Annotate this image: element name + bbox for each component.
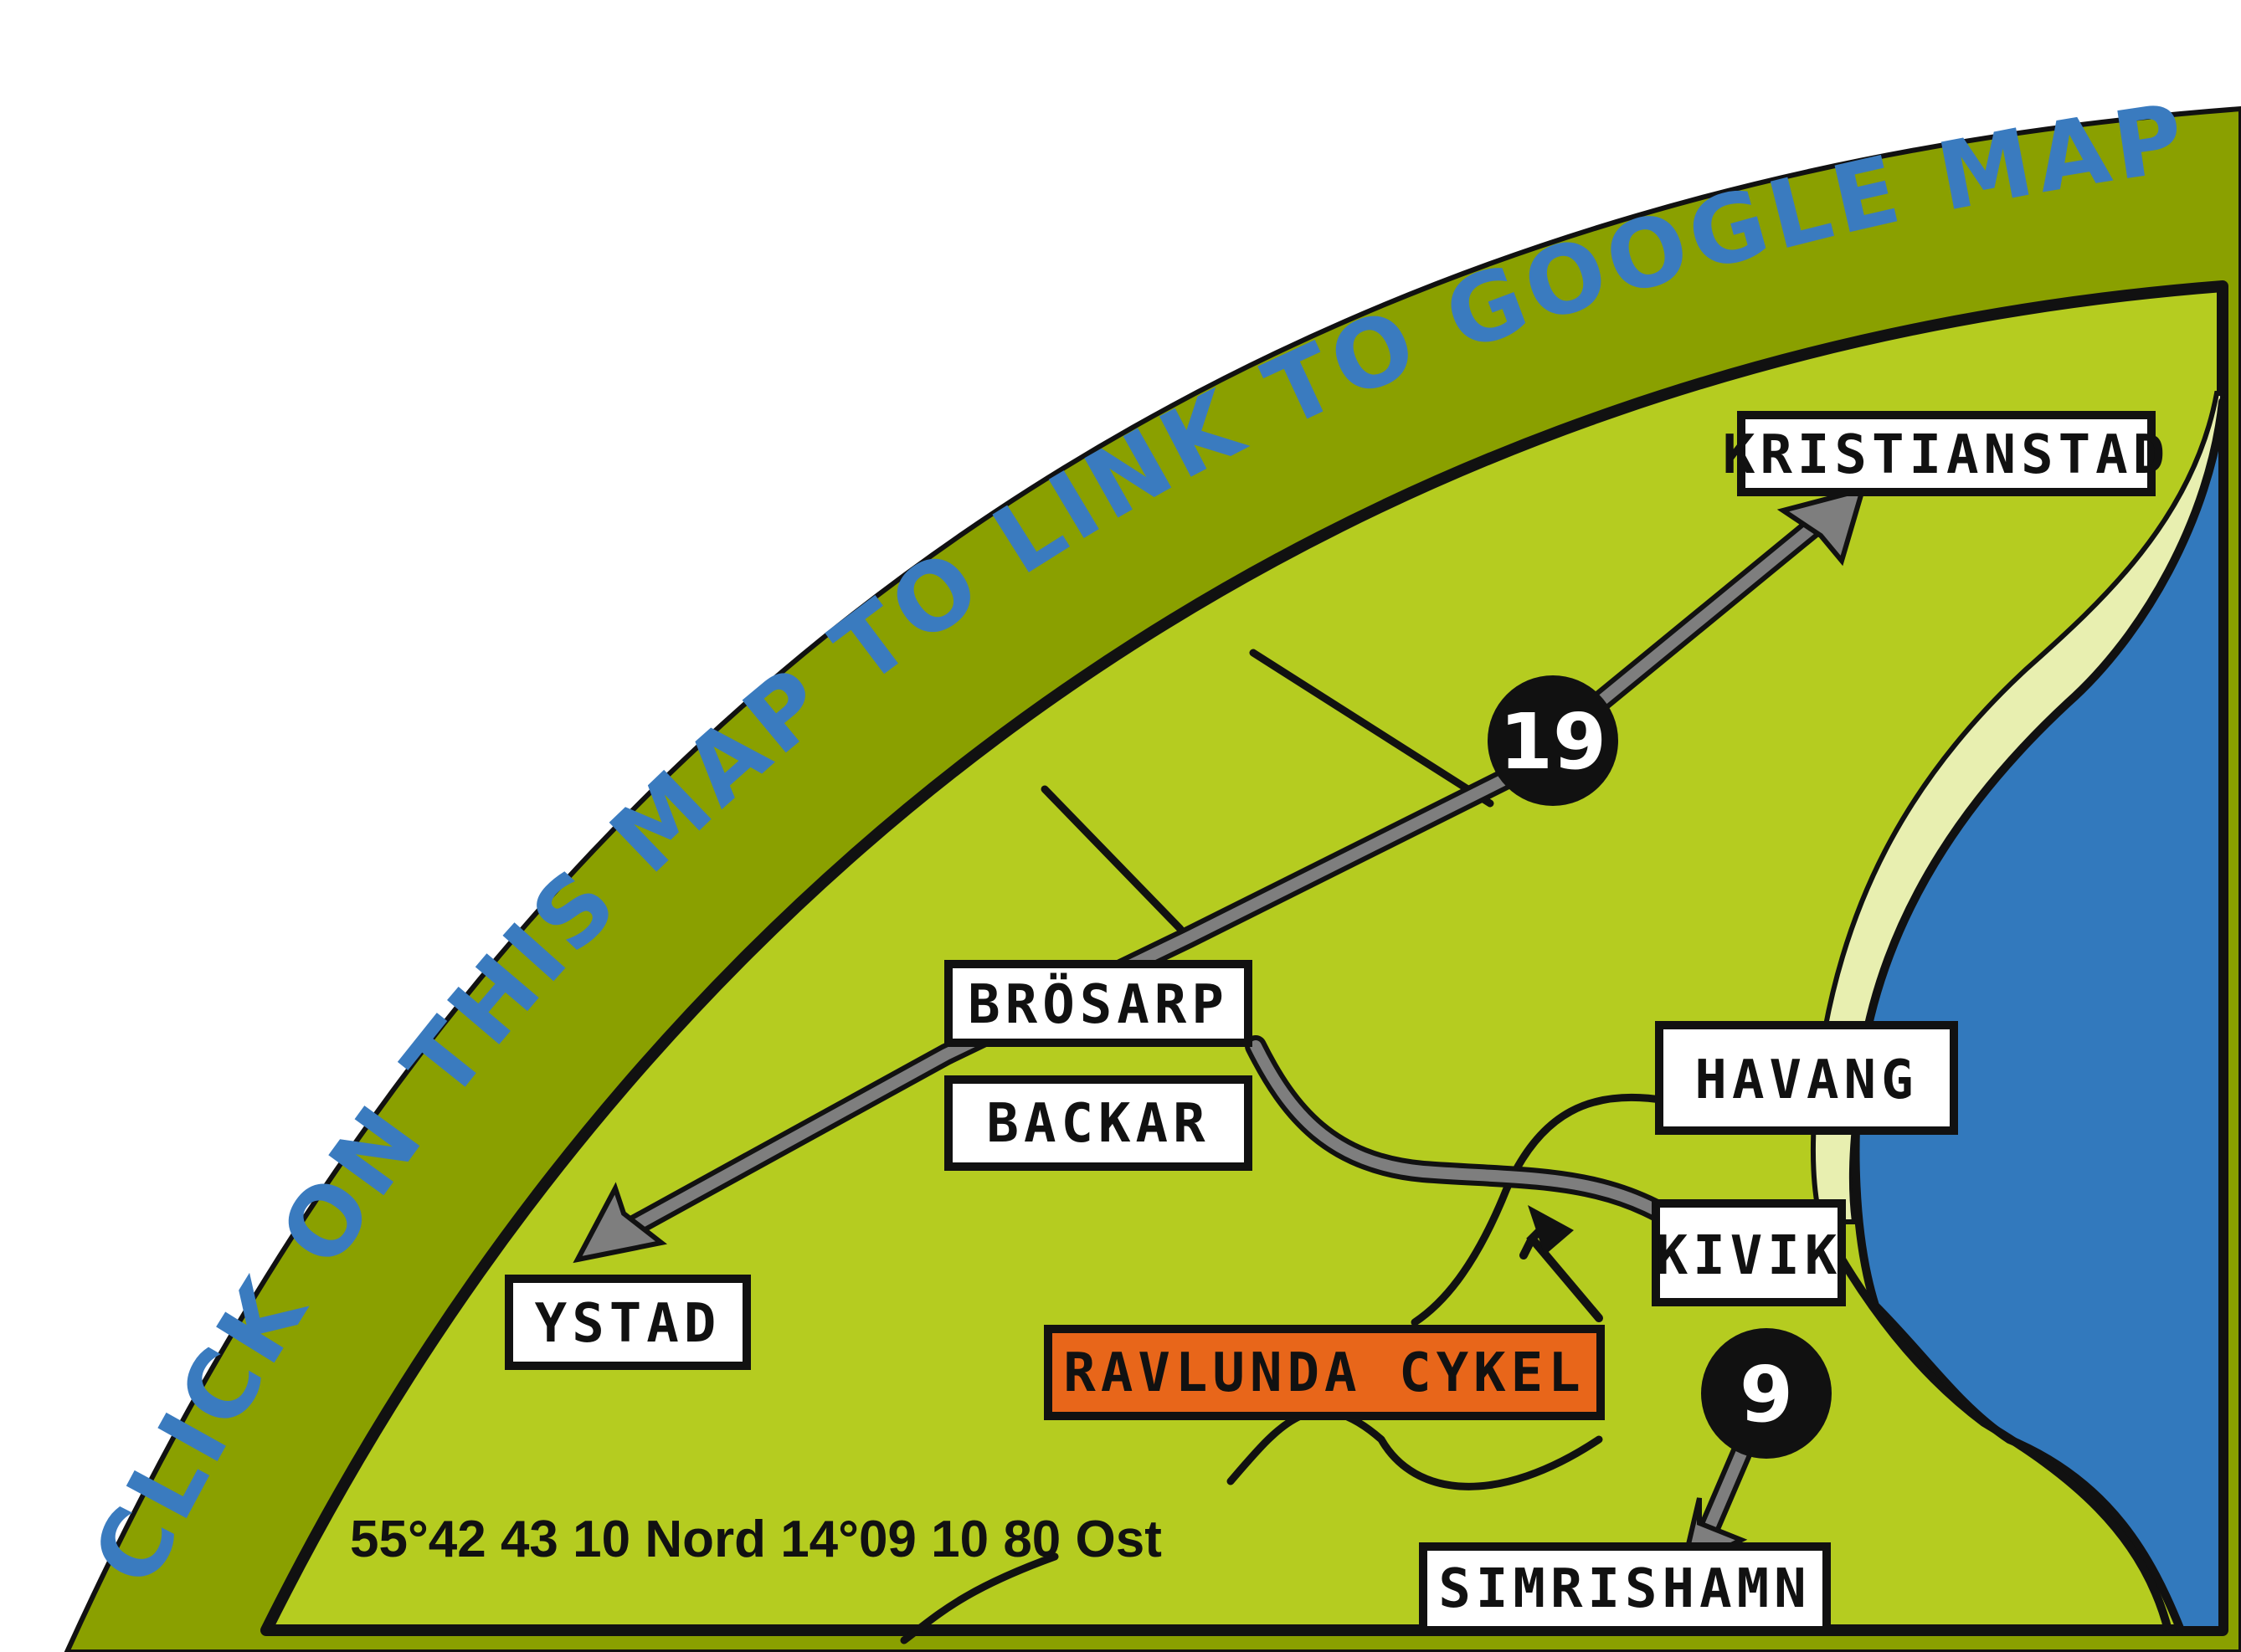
route-marker-icon: 19 bbox=[1488, 675, 1618, 806]
svg-text:HAVANG: HAVANG bbox=[1694, 1049, 1918, 1111]
label-simrishamn: SIMRISHAMN bbox=[1419, 1542, 1831, 1634]
arrow-icon bbox=[573, 1182, 668, 1264]
label-havang: HAVANG bbox=[1655, 1021, 1958, 1135]
main-roads bbox=[600, 500, 1844, 1542]
svg-text:BRÖSARP: BRÖSARP bbox=[968, 972, 1229, 1036]
label-kivik: KIVIK bbox=[1652, 1199, 1846, 1306]
coastline bbox=[1821, 1228, 2172, 1632]
label-brosarp: BRÖSARP bbox=[944, 960, 1252, 1047]
label-ravlunda-cykel: RAVLUNDA CYKEL bbox=[1044, 1325, 1605, 1420]
svg-text:SIMRISHAMN: SIMRISHAMN bbox=[1438, 1558, 1811, 1620]
arrow-icon bbox=[1519, 1205, 1603, 1322]
svg-text:BACKAR: BACKAR bbox=[986, 1093, 1210, 1155]
svg-text:KRISTIANSTAD: KRISTIANSTAD bbox=[1723, 424, 2170, 486]
label-backar: BACKAR bbox=[944, 1075, 1252, 1171]
route-marker-icon: 9 bbox=[1701, 1328, 1832, 1459]
minor-roads bbox=[900, 649, 1670, 1644]
label-ystad: YSTAD bbox=[505, 1275, 751, 1370]
coordinates-text: 55°42 43 10 Nord 14°09 10 80 Ost bbox=[350, 1511, 1162, 1568]
label-kristianstad: KRISTIANSTAD bbox=[1723, 411, 2170, 496]
route-19-label: 19 bbox=[1499, 697, 1606, 787]
arrow-icon bbox=[1776, 485, 1867, 567]
route-9-label: 9 bbox=[1740, 1350, 1793, 1439]
svg-text:KIVIK: KIVIK bbox=[1656, 1225, 1843, 1287]
svg-text:RAVLUNDA CYKEL: RAVLUNDA CYKEL bbox=[1063, 1342, 1585, 1404]
svg-text:YSTAD: YSTAD bbox=[535, 1293, 722, 1355]
